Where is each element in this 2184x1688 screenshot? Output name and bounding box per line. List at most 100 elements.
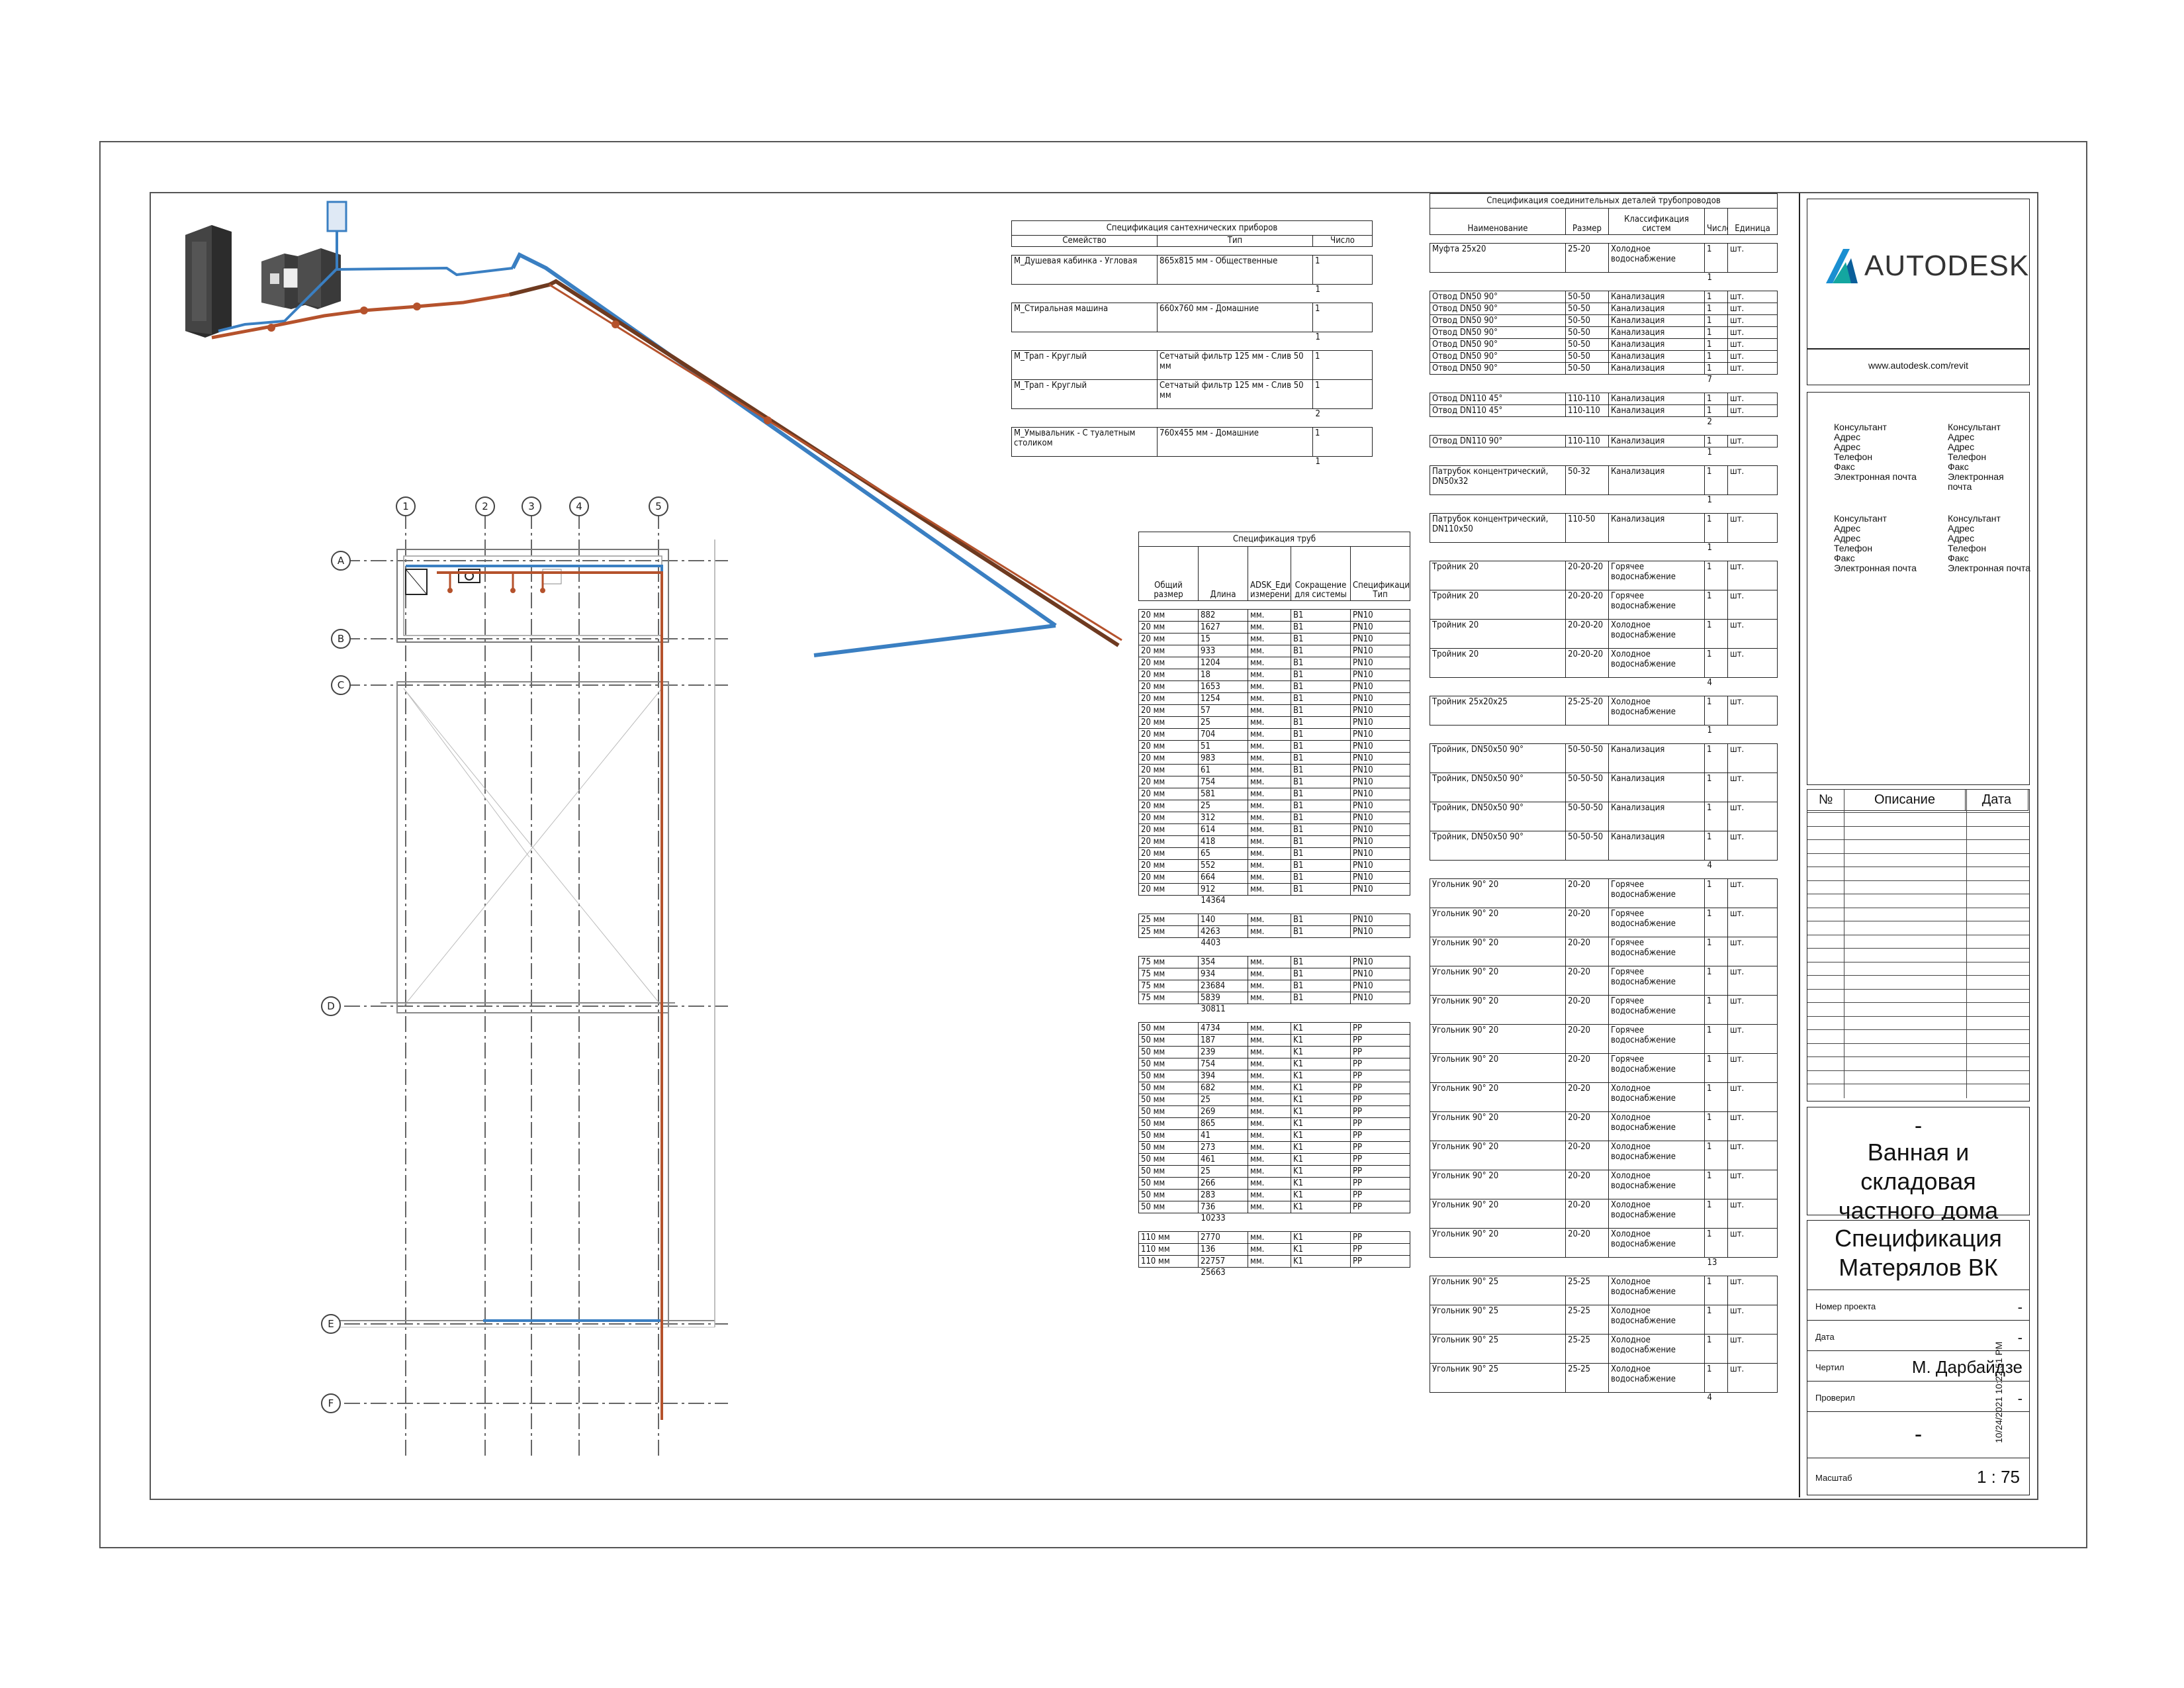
table-cell: 20 мм (1138, 740, 1199, 753)
table-cell: 1 (1704, 1170, 1728, 1199)
table-cell (1566, 1393, 1609, 1403)
table-cell: K1 (1291, 1189, 1351, 1201)
table-cell: шт. (1727, 696, 1778, 726)
table-cell: PN10 (1349, 992, 1411, 1004)
table-cell: Горячее водоснабжение (1608, 878, 1705, 908)
table-cell: 266 (1198, 1177, 1248, 1190)
table-cell: мм. (1248, 1201, 1291, 1213)
table-cell (1158, 285, 1313, 295)
consultant-line: Адрес (1948, 533, 1975, 543)
table-cell (1728, 417, 1778, 428)
table-cell: шт. (1727, 1276, 1778, 1305)
table-cell: Канализация (1608, 465, 1705, 495)
table-cell: 682 (1198, 1082, 1248, 1094)
table-title: Спецификация сантехнических приборов (1011, 220, 1373, 236)
consultant-line: Электронная почта (1834, 471, 1917, 482)
table-cell: Тройник 20 (1430, 619, 1566, 649)
table-cell: PP (1349, 1094, 1411, 1106)
table-cell: 865x815 мм - Общественные (1157, 255, 1313, 285)
table-cell (1291, 1268, 1351, 1278)
table-cell: шт. (1727, 773, 1778, 802)
table-cell: 552 (1198, 859, 1248, 872)
table-cell (1430, 861, 1566, 871)
table-cell: 50-50 (1565, 350, 1609, 363)
group-total: 4 (1430, 678, 1778, 688)
table-cell (1609, 417, 1705, 428)
table-cell: 882 (1198, 609, 1248, 622)
table-cell: 20 мм (1138, 669, 1199, 681)
table-cell: Патрубок концентрический, DN50x32 (1430, 465, 1566, 495)
table-cell: 50-50 (1565, 362, 1609, 375)
table-cell: 354 (1198, 956, 1248, 968)
table-cell: 1 (1704, 465, 1728, 495)
table-cell: 1 (1704, 1305, 1728, 1335)
table-cell: 1 (1704, 619, 1728, 649)
table-cell: 1 (1704, 561, 1728, 590)
table-cell: шт. (1727, 243, 1778, 273)
table-cell: PN10 (1349, 925, 1411, 938)
group-total: 13 (1430, 1258, 1778, 1268)
table-cell: 1204 (1198, 657, 1248, 669)
table-cell: 1 (1704, 350, 1728, 363)
table-cell: 1 (1312, 379, 1373, 409)
table-cell: 20-20-20 (1565, 619, 1609, 649)
table-cell: PP (1349, 1153, 1411, 1166)
table-cell: 983 (1198, 752, 1248, 765)
table-cell: B1 (1291, 716, 1351, 729)
table-cell: мм. (1248, 800, 1291, 812)
table-cell: Отвод DN50 90° (1430, 350, 1566, 363)
table-cell: мм. (1248, 728, 1291, 741)
table-cell: K1 (1291, 1243, 1351, 1256)
table-cell: PN10 (1349, 776, 1411, 788)
spacer (1430, 283, 1778, 291)
group-total: 4403 (1139, 938, 1410, 949)
table-cell: 1 (1704, 393, 1728, 405)
table-cell: шт. (1727, 802, 1778, 831)
table-cell: мм. (1248, 621, 1291, 633)
table-cell: 50-50 (1565, 338, 1609, 351)
table-cell (1139, 1223, 1410, 1232)
table-cell: Сетчатый фильтр 125 мм - Слив 50 мм (1157, 379, 1313, 409)
table-cell: K1 (1291, 1177, 1351, 1190)
table-cell: PP (1349, 1117, 1411, 1130)
table-cell: PN10 (1349, 956, 1411, 968)
table-cell: 614 (1198, 823, 1248, 836)
table-cell: Спецификация соединительных деталей труб… (1429, 193, 1778, 209)
table-cell: Холодное водоснабжение (1608, 648, 1705, 678)
table-cell: 20-20 (1565, 1024, 1609, 1054)
table-cell: Холодное водоснабжение (1608, 1082, 1705, 1112)
table-cell: K1 (1291, 1058, 1351, 1070)
table-cell: 736 (1198, 1201, 1248, 1213)
table-cell: шт. (1727, 435, 1778, 447)
table-cell (1566, 375, 1609, 385)
spacer (1139, 1223, 1410, 1232)
field-value: - (2017, 1299, 2023, 1315)
table-cell: K1 (1291, 1231, 1351, 1244)
table-cell: K1 (1291, 1022, 1351, 1035)
revision-row (1807, 839, 2029, 840)
table-cell (1012, 285, 1158, 295)
table-cell: 1 (1704, 773, 1728, 802)
table-cell: K1 (1291, 1034, 1351, 1047)
table-cell: 20 мм (1138, 633, 1199, 645)
table-cell: 1 (1704, 513, 1728, 543)
table-cell: 50 мм (1138, 1177, 1199, 1190)
table-cell: Канализация (1608, 338, 1705, 351)
table-cell: 1 (1704, 362, 1728, 375)
table-cell: Угольник 90° 25 (1430, 1276, 1566, 1305)
table-cell (1609, 447, 1705, 458)
